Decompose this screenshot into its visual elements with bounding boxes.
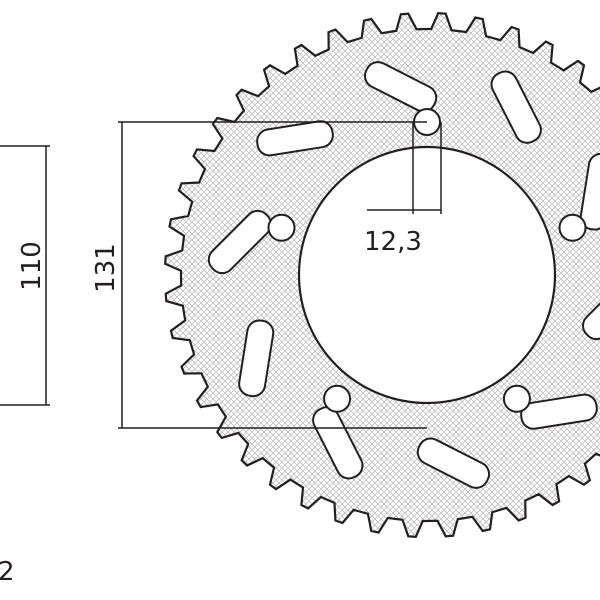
lightening-slot [416,437,491,489]
bolt-hole [502,384,531,413]
dimension-label-12-3: 12,3 [364,227,422,257]
lightening-slot [312,406,364,480]
dimension-110 [0,145,50,406]
bolt-hole [323,384,352,413]
lightening-slot [579,152,600,231]
lightening-slot [582,275,600,341]
corner-label: 2 [0,557,15,587]
dimension-label-131: 131 [91,243,121,293]
lightening-slots [207,61,600,489]
bolt-holes [267,108,587,413]
dimension-131 [118,121,427,429]
bolt-hole [267,213,296,242]
bolt-hole [558,213,587,242]
dimension-12-3 [367,122,442,214]
dimension-label-110: 110 [17,241,47,291]
lightening-slot [238,319,275,398]
lightening-slot [256,120,334,157]
lightening-slot [520,393,598,430]
lightening-slot [207,209,272,275]
lightening-slot [490,70,542,144]
lightening-slot [363,61,438,113]
